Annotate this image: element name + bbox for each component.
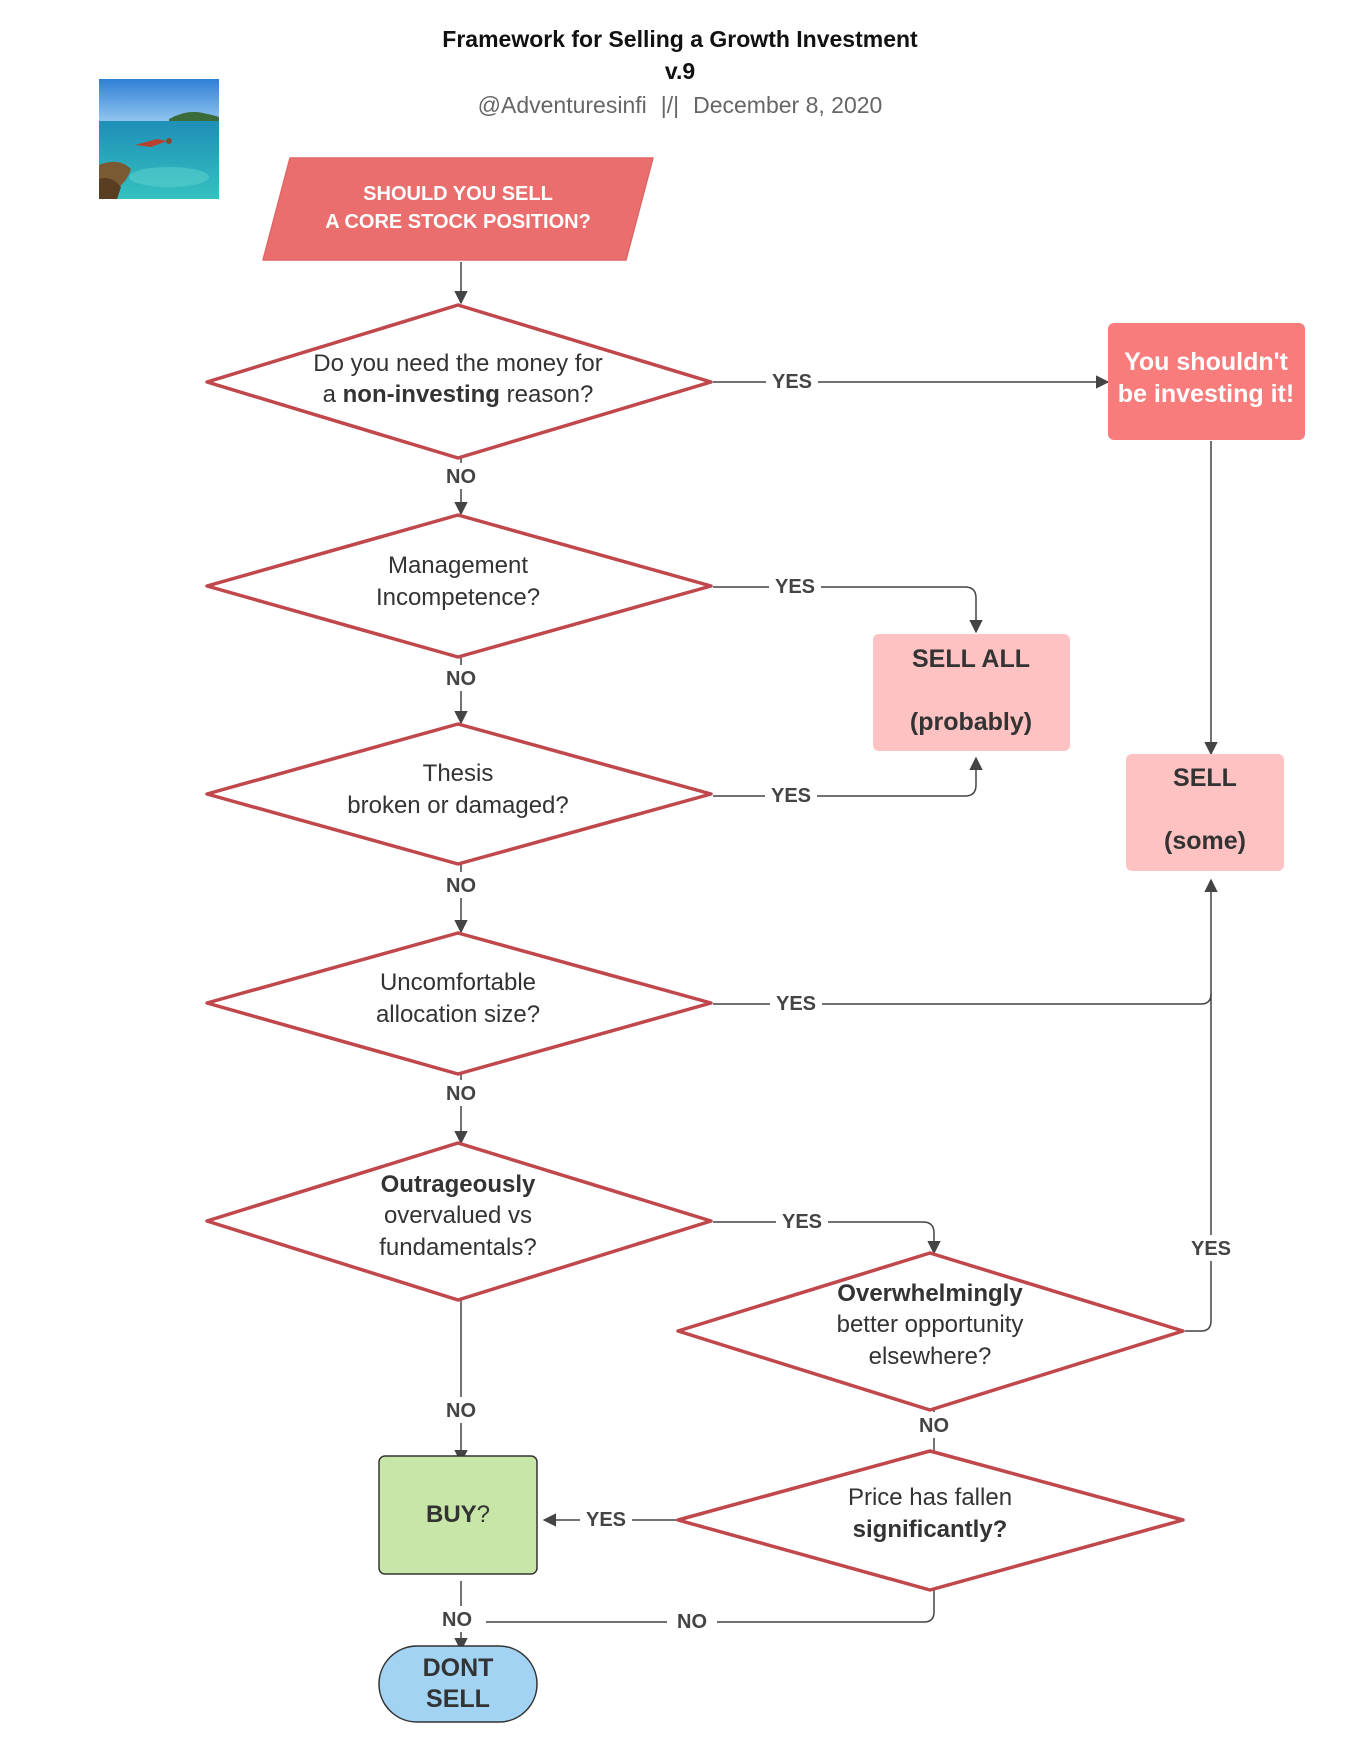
edge-label-money-no: NO: [446, 466, 476, 488]
edge-management-yes: [713, 586, 983, 634]
decision-diamonds: [205, 303, 1185, 1592]
q-money-line2-post: reason?: [500, 381, 593, 408]
edge-label-price-yes: YES: [586, 1509, 626, 1531]
separator-glyph: |/|: [660, 92, 680, 118]
edge-label-buy-no: NO: [442, 1609, 472, 1631]
outcome-sell-some: SELL (some): [1126, 754, 1284, 871]
edge-label-thesis-no: NO: [446, 875, 476, 897]
q-money-line2: a non-investing reason?: [323, 381, 594, 408]
byline: @Adventuresinfi |/| December 8, 2020: [0, 92, 1360, 119]
shouldnt-line2: be investing it!: [1118, 380, 1294, 408]
q-price-line2: significantly?: [853, 1516, 1008, 1543]
edge-label-money-yes: YES: [772, 371, 812, 393]
photo-image: [99, 79, 219, 199]
buy-text: BUY?: [426, 1501, 490, 1528]
edge-price-no: [461, 1590, 935, 1623]
diamond-management: [205, 513, 713, 659]
outcome-buy: BUY?: [378, 1455, 538, 1575]
q-allocation-line1: Uncomfortable: [380, 969, 536, 996]
q-money-line2-pre: a: [323, 381, 343, 408]
sell-some-line2: (some): [1164, 827, 1246, 855]
edge-label-overvalued-no: NO: [446, 1400, 476, 1422]
q-overvalued-line2: overvalued vs: [384, 1202, 532, 1229]
q-overvalued-line3: fundamentals?: [379, 1234, 536, 1261]
edge-label-allocation-no: NO: [446, 1083, 476, 1105]
diamond-texts: Do you need the money for a non-investin…: [313, 350, 1023, 1543]
sell-all-line2: (probably): [910, 708, 1032, 736]
dont-sell-line2: SELL: [426, 1685, 490, 1713]
diamond-thesis: [205, 722, 713, 866]
buy-suffix: ?: [477, 1501, 490, 1528]
edge-allocation-yes: [713, 878, 1218, 1005]
buy-label: BUY: [426, 1501, 477, 1528]
q-opportunity-line1: Overwhelmingly: [837, 1280, 1023, 1307]
dont-sell-line1: DONT: [423, 1654, 494, 1682]
edge-label-overvalued-yes: YES: [782, 1211, 822, 1233]
publish-date: December 8, 2020: [693, 92, 883, 118]
q-management-line1: Management: [388, 552, 528, 579]
edge-label-management-no: NO: [446, 668, 476, 690]
edge-label-thesis-yes: YES: [771, 785, 811, 807]
q-opportunity-line2: better opportunity: [837, 1311, 1024, 1338]
version-label: v.9: [664, 58, 696, 84]
diamond-overvalued: [205, 1141, 713, 1302]
edge-label-price-no: NO: [677, 1611, 707, 1633]
edge-label-opportunity-yes: YES: [1191, 1238, 1231, 1260]
q-allocation-line2: allocation size?: [376, 1001, 540, 1028]
outcome-shouldnt: You shouldn't be investing it!: [1108, 323, 1305, 440]
diamond-opportunity: [676, 1251, 1185, 1412]
edge-opportunity-yes: [1185, 994, 1212, 1332]
author-handle: @Adventuresinfi: [477, 92, 647, 118]
diamond-money: [205, 303, 713, 460]
start-node: SHOULD YOU SELL A CORE STOCK POSITION?: [262, 157, 654, 261]
outcome-sell-all: SELL ALL (probably): [873, 634, 1070, 751]
edge-label-management-yes: YES: [775, 576, 815, 598]
edge-overvalued-yes: [713, 1221, 941, 1255]
page-title: Framework for Selling a Growth Investmen…: [442, 26, 918, 52]
edge-labels: YES NO YES NO YES NO YES NO YES NO YES N…: [436, 368, 1239, 1634]
start-line2: A CORE STOCK POSITION?: [325, 211, 591, 233]
diamond-price: [676, 1449, 1185, 1592]
beach-diver-photo-icon: [99, 79, 219, 199]
edge-thesis-yes: [713, 756, 983, 797]
edge-label-opportunity-no: NO: [919, 1415, 949, 1437]
q-money-line2-bold: non-investing: [343, 381, 500, 408]
diamond-allocation: [205, 931, 713, 1076]
edges-layer: [454, 262, 1218, 1652]
q-opportunity-line3: elsewhere?: [869, 1343, 992, 1370]
q-management-line2: Incompetence?: [376, 584, 540, 611]
start-line1: SHOULD YOU SELL: [363, 183, 553, 205]
q-thesis-line2: broken or damaged?: [347, 792, 568, 819]
q-money-line1: Do you need the money for: [313, 350, 603, 377]
shouldnt-line1: You shouldn't: [1124, 348, 1288, 376]
q-price-line1: Price has fallen: [848, 1484, 1012, 1511]
q-overvalued-line1: Outrageously: [381, 1171, 536, 1198]
sell-some-line1: SELL: [1173, 764, 1237, 792]
q-thesis-line1: Thesis: [423, 760, 494, 787]
edge-label-allocation-yes: YES: [776, 993, 816, 1015]
sell-all-line1: SELL ALL: [912, 645, 1030, 673]
terminal-dont-sell: DONT SELL: [378, 1645, 538, 1723]
